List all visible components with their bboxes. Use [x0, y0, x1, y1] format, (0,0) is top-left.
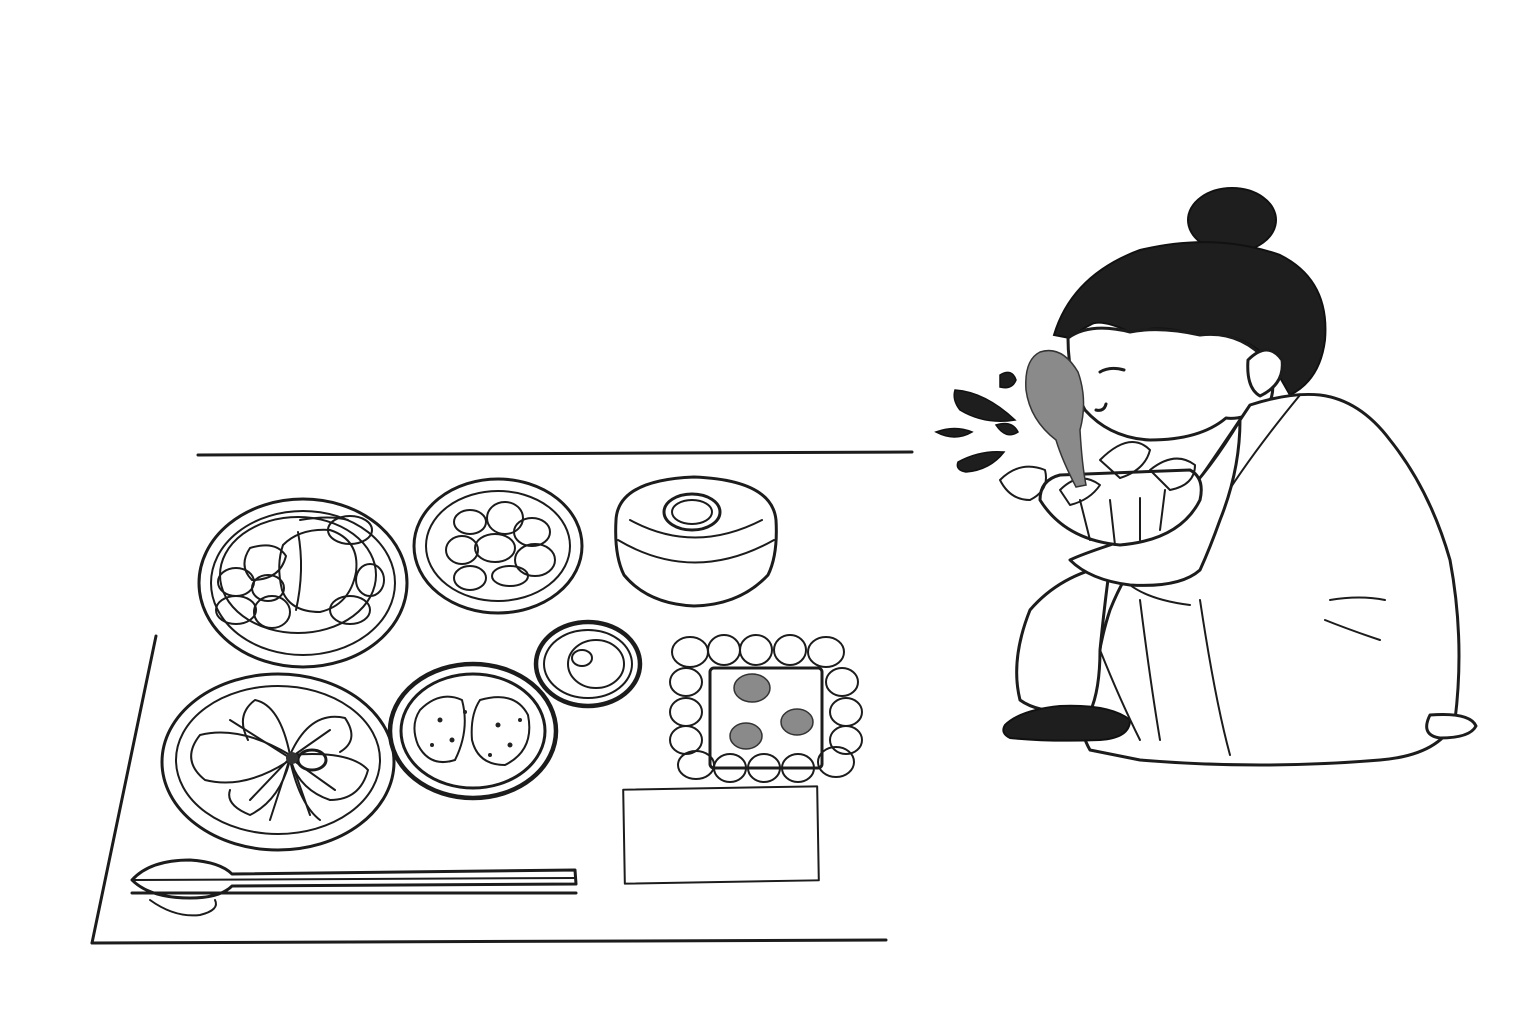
table-left-edge	[90, 634, 158, 945]
blank-card	[622, 785, 820, 885]
spoon-and-chopsticks	[130, 858, 578, 917]
held-bowl	[999, 441, 1203, 547]
bowl-top-middle	[412, 477, 584, 615]
nose	[1094, 402, 1108, 412]
large-dish-top-left	[197, 497, 409, 669]
ladle	[1025, 349, 1087, 488]
closed-eye	[1098, 366, 1126, 374]
lidded-bowl	[614, 475, 778, 608]
table-back-edge	[196, 450, 914, 457]
herb-leaves	[934, 371, 1019, 473]
ear	[1246, 348, 1284, 398]
spoon	[130, 858, 578, 900]
kneeling-person	[934, 187, 1478, 767]
sauce-bowl	[533, 619, 643, 709]
seasoned-vegetable-bowl	[387, 661, 559, 801]
back-foot	[1425, 713, 1478, 740]
rice-cake-platter	[669, 634, 863, 783]
chopstick-rest	[149, 899, 217, 917]
table-front-edge	[90, 938, 888, 945]
knee	[1015, 563, 1112, 714]
hair	[1052, 241, 1327, 397]
flower-plate	[160, 672, 396, 852]
foot	[1002, 704, 1132, 742]
table-mat	[90, 450, 914, 945]
